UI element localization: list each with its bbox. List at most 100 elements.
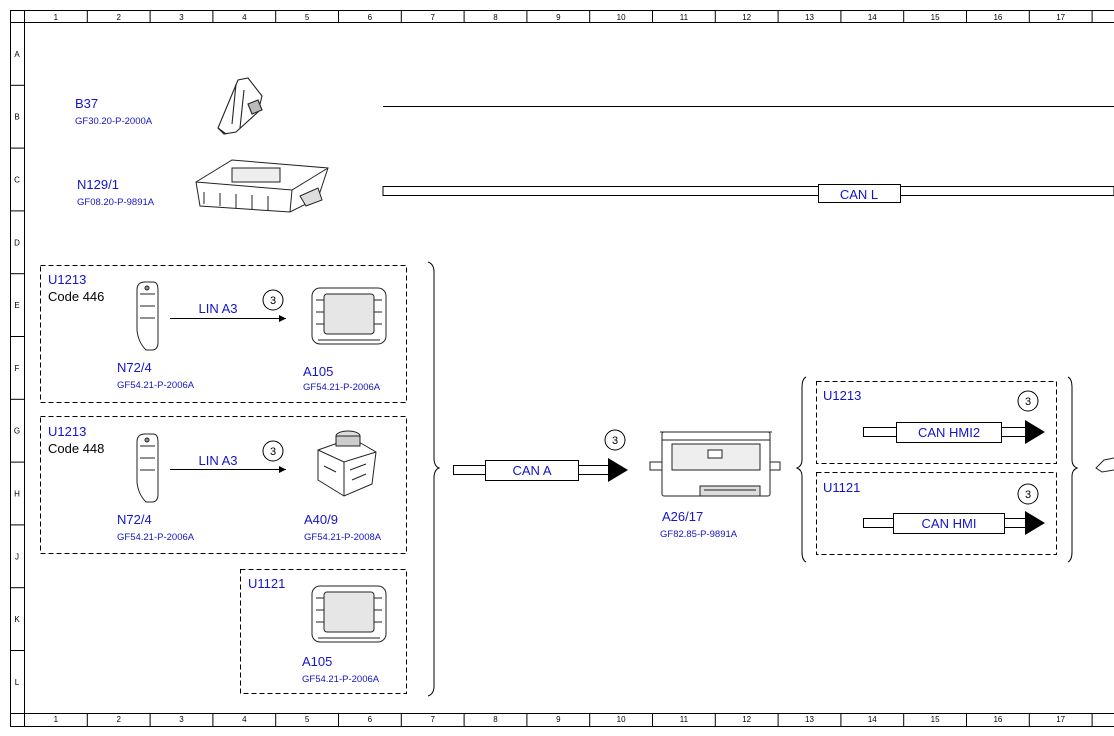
group-u1121: U1121 A105 GF54.21-P-2006A: [240, 569, 407, 694]
group2-code-line: Code 448: [48, 441, 104, 456]
column-number: 7: [430, 715, 435, 724]
pedal-sensor-icon: [217, 77, 263, 135]
group2-target-ref[interactable]: GF54.21-P-2008A: [304, 532, 382, 543]
column-number: 1: [54, 715, 59, 724]
column-number: 16: [993, 13, 1002, 22]
column-number: 5: [305, 13, 310, 22]
can-a-label: CAN A: [512, 463, 551, 478]
column-number: 17: [1056, 13, 1065, 22]
row-letter: F: [15, 364, 20, 373]
column-number: 9: [556, 715, 561, 724]
row-letter: C: [14, 176, 20, 185]
group2-variant: U1213: [48, 424, 86, 439]
column-number: 10: [617, 715, 626, 724]
column-number: 3: [179, 715, 184, 724]
row-letter: A: [14, 50, 20, 59]
group1-target-code: A105: [303, 364, 333, 379]
column-number: 6: [368, 13, 373, 22]
row-letter: L: [15, 678, 20, 687]
column-number: 13: [805, 13, 814, 22]
group1-variant: U1213: [48, 272, 86, 287]
column-number: 5: [305, 715, 310, 724]
n129-code: N129/1: [77, 177, 119, 192]
column-number: 8: [493, 13, 498, 22]
group-u1213-code448: U1213 Code 448 LIN A3 3 N72/4 GF54.21-P-…: [40, 416, 407, 554]
group3-target-ref[interactable]: GF54.21-P-2006A: [302, 674, 380, 685]
b37-code: B37: [75, 96, 98, 111]
column-number: 6: [368, 715, 373, 724]
steering-switch-icon: [136, 281, 159, 351]
group2-switch-ref[interactable]: GF54.21-P-2006A: [117, 532, 195, 543]
n129-ref[interactable]: GF08.20-P-9891A: [77, 197, 155, 208]
head-unit-icon: [649, 431, 781, 497]
hmi2-variant: U1121: [823, 480, 860, 495]
group1-link-label: LIN A3: [198, 301, 237, 316]
column-number: 3: [179, 13, 184, 22]
group3-variant: U1121: [248, 576, 285, 591]
can-a-marker: 3: [612, 435, 618, 447]
column-number: 17: [1056, 715, 1065, 724]
group-u1213-code446: U1213 Code 446 LIN A3 3 N72/4 GF54.21-P-…: [40, 265, 407, 403]
column-number: 13: [805, 715, 814, 724]
row-letter: J: [15, 552, 19, 561]
column-number: 16: [993, 715, 1002, 724]
column-number: 10: [617, 13, 626, 22]
group1-target-ref[interactable]: GF54.21-P-2006A: [303, 382, 381, 393]
can-l-bus: CAN L: [382, 184, 1114, 203]
column-number: 14: [868, 715, 877, 724]
hmi1-bus-label: CAN HMI2: [918, 425, 980, 440]
row-letter: E: [14, 301, 19, 310]
hmi2-marker: 3: [1025, 489, 1031, 501]
display-unit-icon: [311, 585, 387, 643]
group2-marker: 3: [270, 446, 276, 458]
control-unit-icon: [195, 159, 329, 213]
row-letter: G: [14, 427, 20, 436]
column-number: 9: [556, 13, 561, 22]
rotary-controller-icon: [317, 430, 377, 497]
column-number: 7: [430, 13, 435, 22]
left-brace-hmi: [795, 376, 807, 563]
display-unit-icon: [311, 287, 387, 345]
row-letter: D: [14, 238, 20, 247]
group-brace: [427, 261, 441, 697]
can-l-label: CAN L: [840, 187, 878, 202]
column-number: 12: [742, 13, 751, 22]
column-number: 8: [493, 715, 498, 724]
column-number: 11: [680, 715, 689, 724]
group1-marker: 3: [270, 295, 276, 307]
group2-link-label: LIN A3: [198, 453, 237, 468]
column-number: 4: [242, 715, 247, 724]
column-number: 14: [868, 13, 877, 22]
group2-target-code: A40/9: [304, 512, 338, 527]
hmi1-variant: U1213: [823, 388, 861, 403]
a26-component[interactable]: A26/17 GF82.85-P-9891A: [649, 431, 781, 540]
row-letter: K: [14, 615, 20, 624]
row-letter: H: [14, 490, 20, 499]
steering-switch-icon: [136, 433, 159, 503]
b37-component[interactable]: B37 GF30.20-P-2000A: [75, 77, 263, 135]
group3-target-code: A105: [302, 654, 332, 669]
a26-ref[interactable]: GF82.85-P-9891A: [660, 529, 738, 540]
b37-ref[interactable]: GF30.20-P-2000A: [75, 116, 153, 127]
right-brace-hmi: [1067, 376, 1079, 563]
group1-code-line: Code 446: [48, 289, 104, 304]
n129-component[interactable]: N129/1 GF08.20-P-9891A: [77, 159, 329, 213]
hmi2-bus-label: CAN HMI: [922, 516, 977, 531]
column-number: 1: [54, 13, 59, 22]
a26-code: A26/17: [662, 509, 703, 524]
can-a-bus: CAN A 3: [453, 429, 628, 482]
hmi1-marker: 3: [1025, 396, 1031, 408]
column-number: 15: [931, 13, 940, 22]
hmi-group-u1121: U1121 CAN HMI 3: [816, 472, 1057, 555]
column-number: 4: [242, 13, 247, 22]
hmi-group-u1213: U1213 CAN HMI2 3: [816, 381, 1057, 464]
column-number: 15: [931, 715, 940, 724]
group1-switch-ref[interactable]: GF54.21-P-2006A: [117, 380, 195, 391]
group1-switch-code: N72/4: [117, 360, 152, 375]
group2-switch-code: N72/4: [117, 512, 152, 527]
column-number: 2: [116, 13, 121, 22]
